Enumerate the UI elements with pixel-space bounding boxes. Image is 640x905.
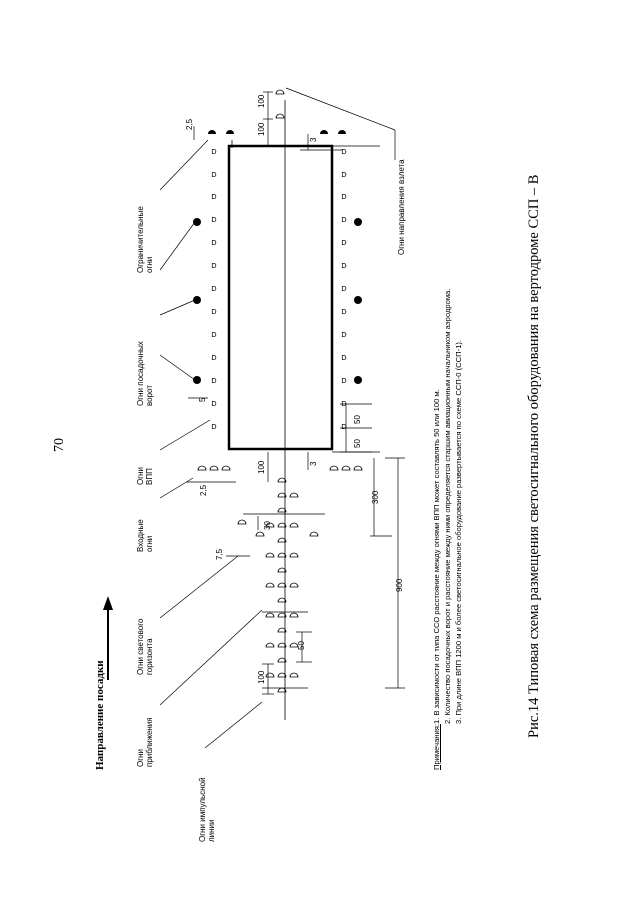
svg-text:D: D [341, 354, 346, 362]
dim-3-bottom: 3 [309, 461, 318, 466]
svg-text:D: D [341, 216, 346, 224]
svg-text:D: D [211, 354, 216, 362]
svg-text:D: D [211, 285, 216, 293]
dim-100-bottom: 100 [257, 670, 266, 684]
svg-text:D: D [211, 193, 216, 201]
svg-text:D: D [211, 308, 216, 316]
dim-50-b: 50 [353, 439, 362, 448]
dimension-texts: 100 100 2,5 3 5 50 50 3 100 2,5 300 30 7… [185, 94, 404, 684]
dim-900: 900 [395, 578, 404, 592]
entrance-lights [237, 519, 319, 537]
dim-3-top: 3 [309, 137, 318, 142]
svg-text:D: D [341, 377, 346, 385]
svg-text:D: D [211, 216, 216, 224]
runway-lights-left: D D D D D D D D D D D D D [211, 148, 216, 431]
svg-text:D: D [341, 423, 346, 431]
runway-lights-right: DDD DDD DDD DDD D [341, 148, 346, 431]
leader-lines [159, 87, 396, 749]
svg-text:D: D [341, 193, 346, 201]
svg-text:D: D [341, 331, 346, 339]
dim-7-5: 7,5 [215, 548, 224, 560]
svg-text:D: D [341, 285, 346, 293]
threshold-lights [197, 465, 363, 471]
svg-text:D: D [211, 331, 216, 339]
svg-text:D: D [341, 308, 346, 316]
dim-2-5-mid: 2,5 [199, 484, 208, 496]
approach-lights [265, 477, 299, 693]
landing-direction-arrowhead [103, 596, 113, 610]
svg-text:D: D [341, 148, 346, 156]
dim-100-top2: 100 [257, 122, 266, 136]
dim-50-approach: 50 [297, 641, 306, 650]
svg-text:D: D [211, 262, 216, 270]
svg-text:D: D [211, 423, 216, 431]
end-lights-top [208, 130, 346, 134]
dim-30: 30 [263, 521, 272, 530]
svg-text:D: D [341, 171, 346, 179]
svg-text:D: D [211, 400, 216, 408]
dim-50-a: 50 [353, 415, 362, 424]
dim-5: 5 [198, 397, 207, 402]
dim-100-mid: 100 [257, 460, 266, 474]
svg-text:D: D [211, 171, 216, 179]
dim-100-top: 100 [257, 94, 266, 108]
dimension-lines [186, 91, 405, 695]
dim-300: 300 [371, 490, 380, 504]
dim-2-5-top: 2,5 [185, 118, 194, 130]
svg-text:D: D [211, 148, 216, 156]
svg-text:D: D [341, 239, 346, 247]
runway [227, 144, 334, 451]
takeoff-direction-lights [275, 89, 285, 119]
svg-text:D: D [211, 239, 216, 247]
svg-text:D: D [211, 377, 216, 385]
svg-text:D: D [341, 262, 346, 270]
landing-gate-lights [193, 218, 362, 384]
